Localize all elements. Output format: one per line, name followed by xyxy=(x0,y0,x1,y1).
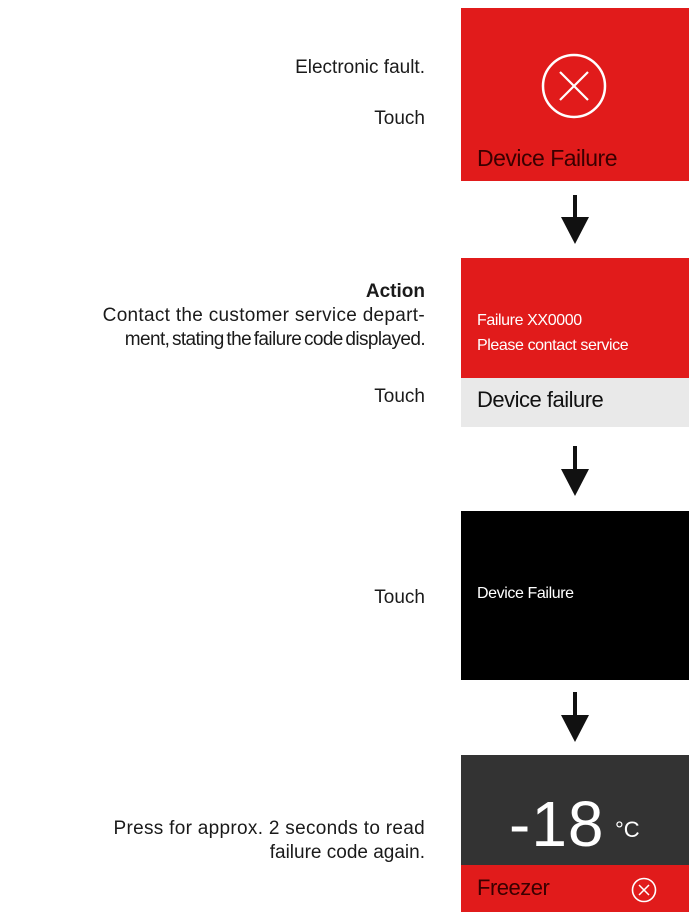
footer-bar xyxy=(461,378,689,427)
device-failure-text: Device Failure xyxy=(477,585,574,602)
footer-label: Device failure xyxy=(477,387,604,412)
step3-touch-instruction: Touch xyxy=(374,587,425,608)
device-failure-screen[interactable]: Device Failure xyxy=(461,8,689,181)
screen-title: Device Failure xyxy=(477,145,618,171)
temperature-unit: °C xyxy=(615,817,640,842)
step4-instruction-line-2: failure code again. xyxy=(269,842,425,863)
zone-bar xyxy=(461,865,689,912)
step2-touch-instruction: Touch xyxy=(374,386,425,407)
temperature-value: -18 xyxy=(509,788,605,860)
contact-service-text: Please contact service xyxy=(477,337,629,354)
step1-touch-instruction: Touch xyxy=(374,108,425,129)
action-heading: Action xyxy=(365,281,425,302)
arrow-down-icon xyxy=(561,692,589,742)
step1-description: Electronic fault. xyxy=(295,57,425,78)
device-failure-standby-screen[interactable]: Device Failure xyxy=(461,511,689,680)
temperature-panel xyxy=(461,755,689,865)
failure-code-panel xyxy=(461,258,689,378)
step4-instruction-line-1: Press for approx. 2 seconds to read xyxy=(113,818,425,839)
circle-x-icon[interactable] xyxy=(631,877,657,903)
arrow-down-icon xyxy=(561,446,589,496)
circle-x-icon xyxy=(541,53,607,119)
failure-code-screen[interactable]: Failure XX0000 Please contact service De… xyxy=(461,258,689,427)
action-line-1: Contact the customer service depart- xyxy=(102,305,425,326)
arrow-down-icon xyxy=(561,195,589,244)
action-line-2: ment, stating the failure code displayed… xyxy=(124,329,426,350)
failure-code-text: Failure XX0000 xyxy=(477,312,582,329)
temperature-screen: -18 °C Freezer xyxy=(461,755,689,912)
zone-label: Freezer xyxy=(477,875,550,900)
